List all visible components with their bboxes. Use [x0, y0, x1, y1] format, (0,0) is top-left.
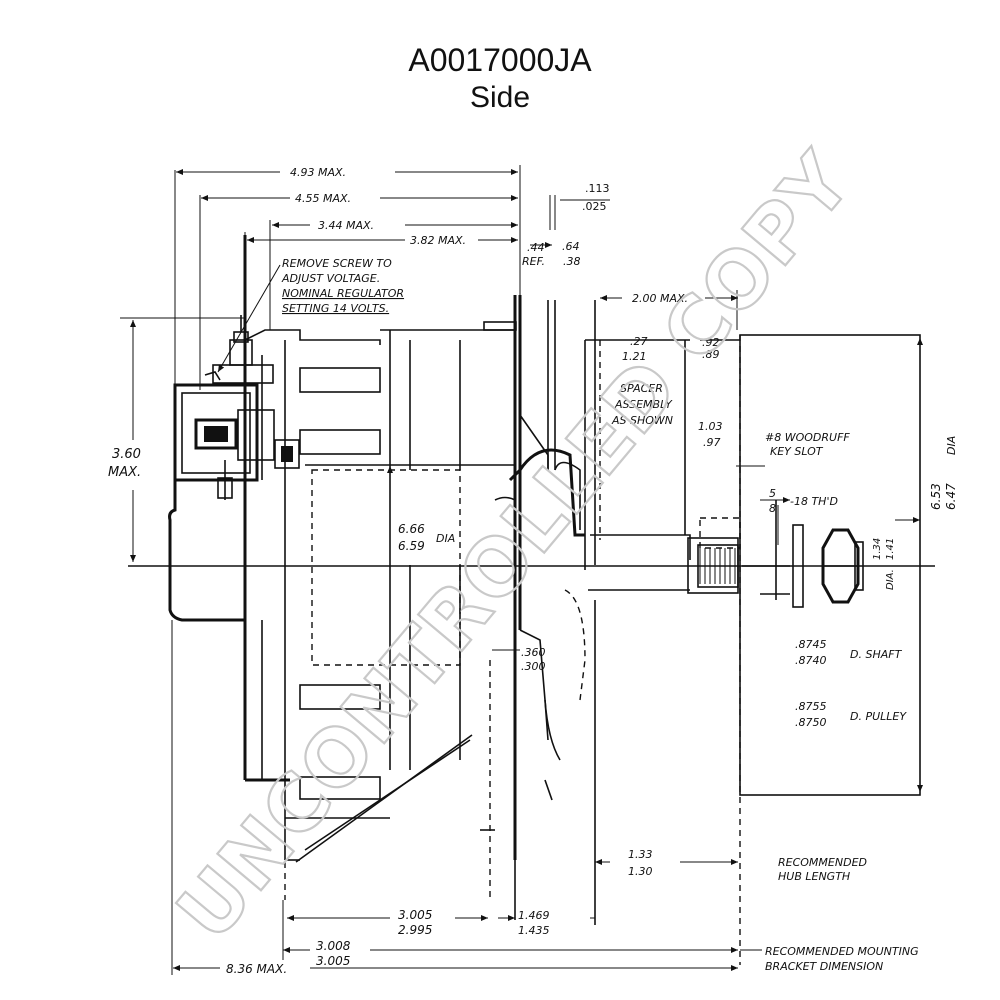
thread-bot: 8 — [769, 502, 776, 515]
spacer-label-3: AS SHOWN — [611, 414, 673, 427]
voltage-note: REMOVE SCREW TO ADJUST VOLTAGE. NOMINAL … — [217, 257, 404, 373]
dim-dia-141: 1.41 — [885, 538, 896, 560]
drawing-title: A0017000JA — [408, 42, 592, 78]
hub-dim-2: 1.30 — [628, 865, 653, 878]
note-line-3: NOMINAL REGULATOR — [282, 287, 404, 300]
hub-dim-1: 1.33 — [628, 848, 653, 861]
note-line-4: SETTING 14 VOLTS. — [282, 302, 389, 315]
dim-dia-666: 6.66 — [398, 522, 425, 536]
dim-89: .89 — [702, 348, 720, 361]
dim-103: 1.03 — [698, 420, 723, 433]
shaft-nut — [821, 528, 860, 604]
dim-dia-134: 1.34 — [872, 538, 883, 560]
mount-label-2: BRACKET DIMENSION — [765, 960, 883, 973]
thread-top: 5 — [769, 487, 776, 500]
rear-terminal-block — [168, 315, 300, 622]
note-line-2: ADJUST VOLTAGE. — [281, 272, 380, 285]
dim-overall-length: 8.36 MAX. — [226, 962, 287, 976]
woodruff-label-1: #8 WOODRUFF — [765, 431, 850, 444]
dim-width-344: 3.44 MAX. — [318, 219, 374, 232]
dim-3008: 3.008 — [316, 939, 351, 953]
dim-width-455: 4.55 MAX. — [295, 192, 351, 205]
dim-1469: 1.469 — [518, 909, 550, 922]
dim-ref-label: REF. — [522, 255, 545, 268]
dim-dia-659: 6.59 — [398, 539, 425, 553]
dim-97: .97 — [703, 436, 721, 449]
pulley-label: D. PULLEY — [850, 710, 907, 723]
spacer-label-1: SPACER — [620, 382, 663, 395]
spacer-label-2: ASSEMBLY — [614, 398, 673, 411]
woodruff-label-2: KEY SLOT — [770, 445, 824, 458]
hub-label-1: RECOMMENDED — [778, 856, 867, 869]
front-bracket — [494, 295, 691, 925]
hub-label-2: HUB LENGTH — [778, 870, 850, 883]
dimension-labels: 4.93 MAX. 4.55 MAX. 3.44 MAX. 3.82 MAX. … — [108, 166, 958, 976]
dim-21: 1.21 — [622, 350, 647, 363]
mount-label-1: RECOMMENDED MOUNTING — [765, 945, 919, 958]
shaft-dim-2: .8740 — [795, 654, 827, 667]
dim-width-382: 3.82 MAX. — [410, 234, 466, 247]
dim-360: .360 — [521, 646, 546, 659]
dim-38: .38 — [563, 255, 581, 268]
dim-dia-label: DIA — [436, 532, 455, 545]
dim-92: .92 — [702, 336, 720, 349]
dim-dia-647: 6.47 — [944, 483, 958, 510]
dim-300: .300 — [521, 660, 546, 673]
title-block: A0017000JA Side — [0, 40, 1000, 116]
dim-dia-suffix: DIA — [945, 436, 958, 455]
dim-height-max: MAX. — [108, 465, 141, 480]
dim-3005b: 3.005 — [316, 954, 350, 968]
note-line-1: REMOVE SCREW TO — [282, 257, 392, 270]
dim-1435: 1.435 — [518, 924, 550, 937]
pulley-outline — [739, 334, 921, 796]
dim-dia-653: 6.53 — [929, 483, 943, 510]
dim-height-360: 3.60 — [112, 447, 141, 462]
dim-3005: 3.005 — [398, 908, 432, 922]
dim-gap-113: .113 — [585, 182, 610, 195]
dimension-lines — [120, 165, 923, 975]
alternator-housing — [243, 235, 517, 900]
drawing-subtitle: Side — [469, 81, 531, 114]
dim-gap-025: .025 — [582, 200, 607, 213]
dim-ref-44: .44 — [527, 241, 545, 254]
dim-2995: 2.995 — [398, 923, 432, 937]
dim-64: .64 — [562, 240, 580, 253]
dim-overall-width: 4.93 MAX. — [290, 166, 346, 179]
pulley-dim-1: .8755 — [795, 700, 827, 713]
dim-200-max: 2.00 MAX. — [632, 292, 688, 305]
washer — [792, 524, 804, 608]
shaft-dim-1: .8745 — [795, 638, 827, 651]
dim-dia-lbl2: DIA. — [885, 569, 896, 590]
shaft-label: D. SHAFT — [850, 648, 903, 661]
pulley-dim-2: .8750 — [795, 716, 827, 729]
thread-label: -18 TH'D — [790, 495, 838, 508]
dim-27: .27 — [630, 335, 648, 348]
